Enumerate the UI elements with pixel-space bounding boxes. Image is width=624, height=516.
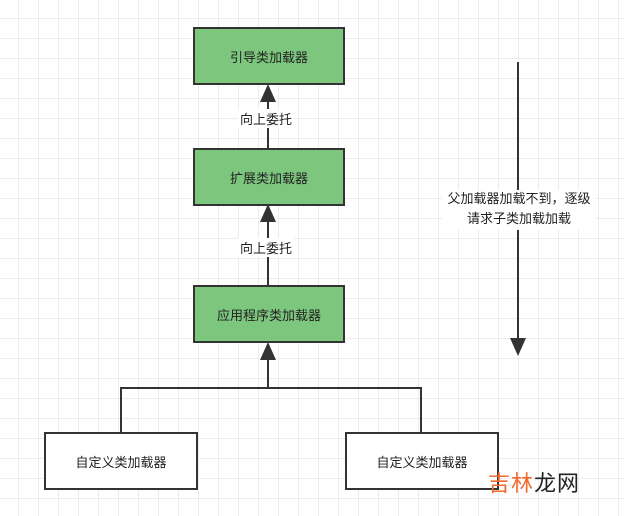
tree-connector (120, 387, 422, 432)
edge-label-upper: 向上委托 (238, 109, 295, 128)
watermark: 吉林龙网 (488, 466, 580, 498)
watermark-orange: 吉林 (488, 472, 535, 497)
edge-label-lower: 向上委托 (238, 238, 295, 257)
node-extension-loader: 扩展类加载器 (193, 148, 345, 206)
watermark-dark: 龙网 (534, 472, 581, 497)
node-bootstrap-loader: 引导类加载器 (193, 27, 345, 85)
node-custom-loader-right: 自定义类加载器 (345, 432, 499, 490)
delegation-note: 父加载器加载不到，逐级请求子类加载加载 (442, 190, 596, 230)
node-custom-loader-left: 自定义类加载器 (44, 432, 198, 490)
node-application-loader: 应用程序类加载器 (193, 285, 345, 343)
